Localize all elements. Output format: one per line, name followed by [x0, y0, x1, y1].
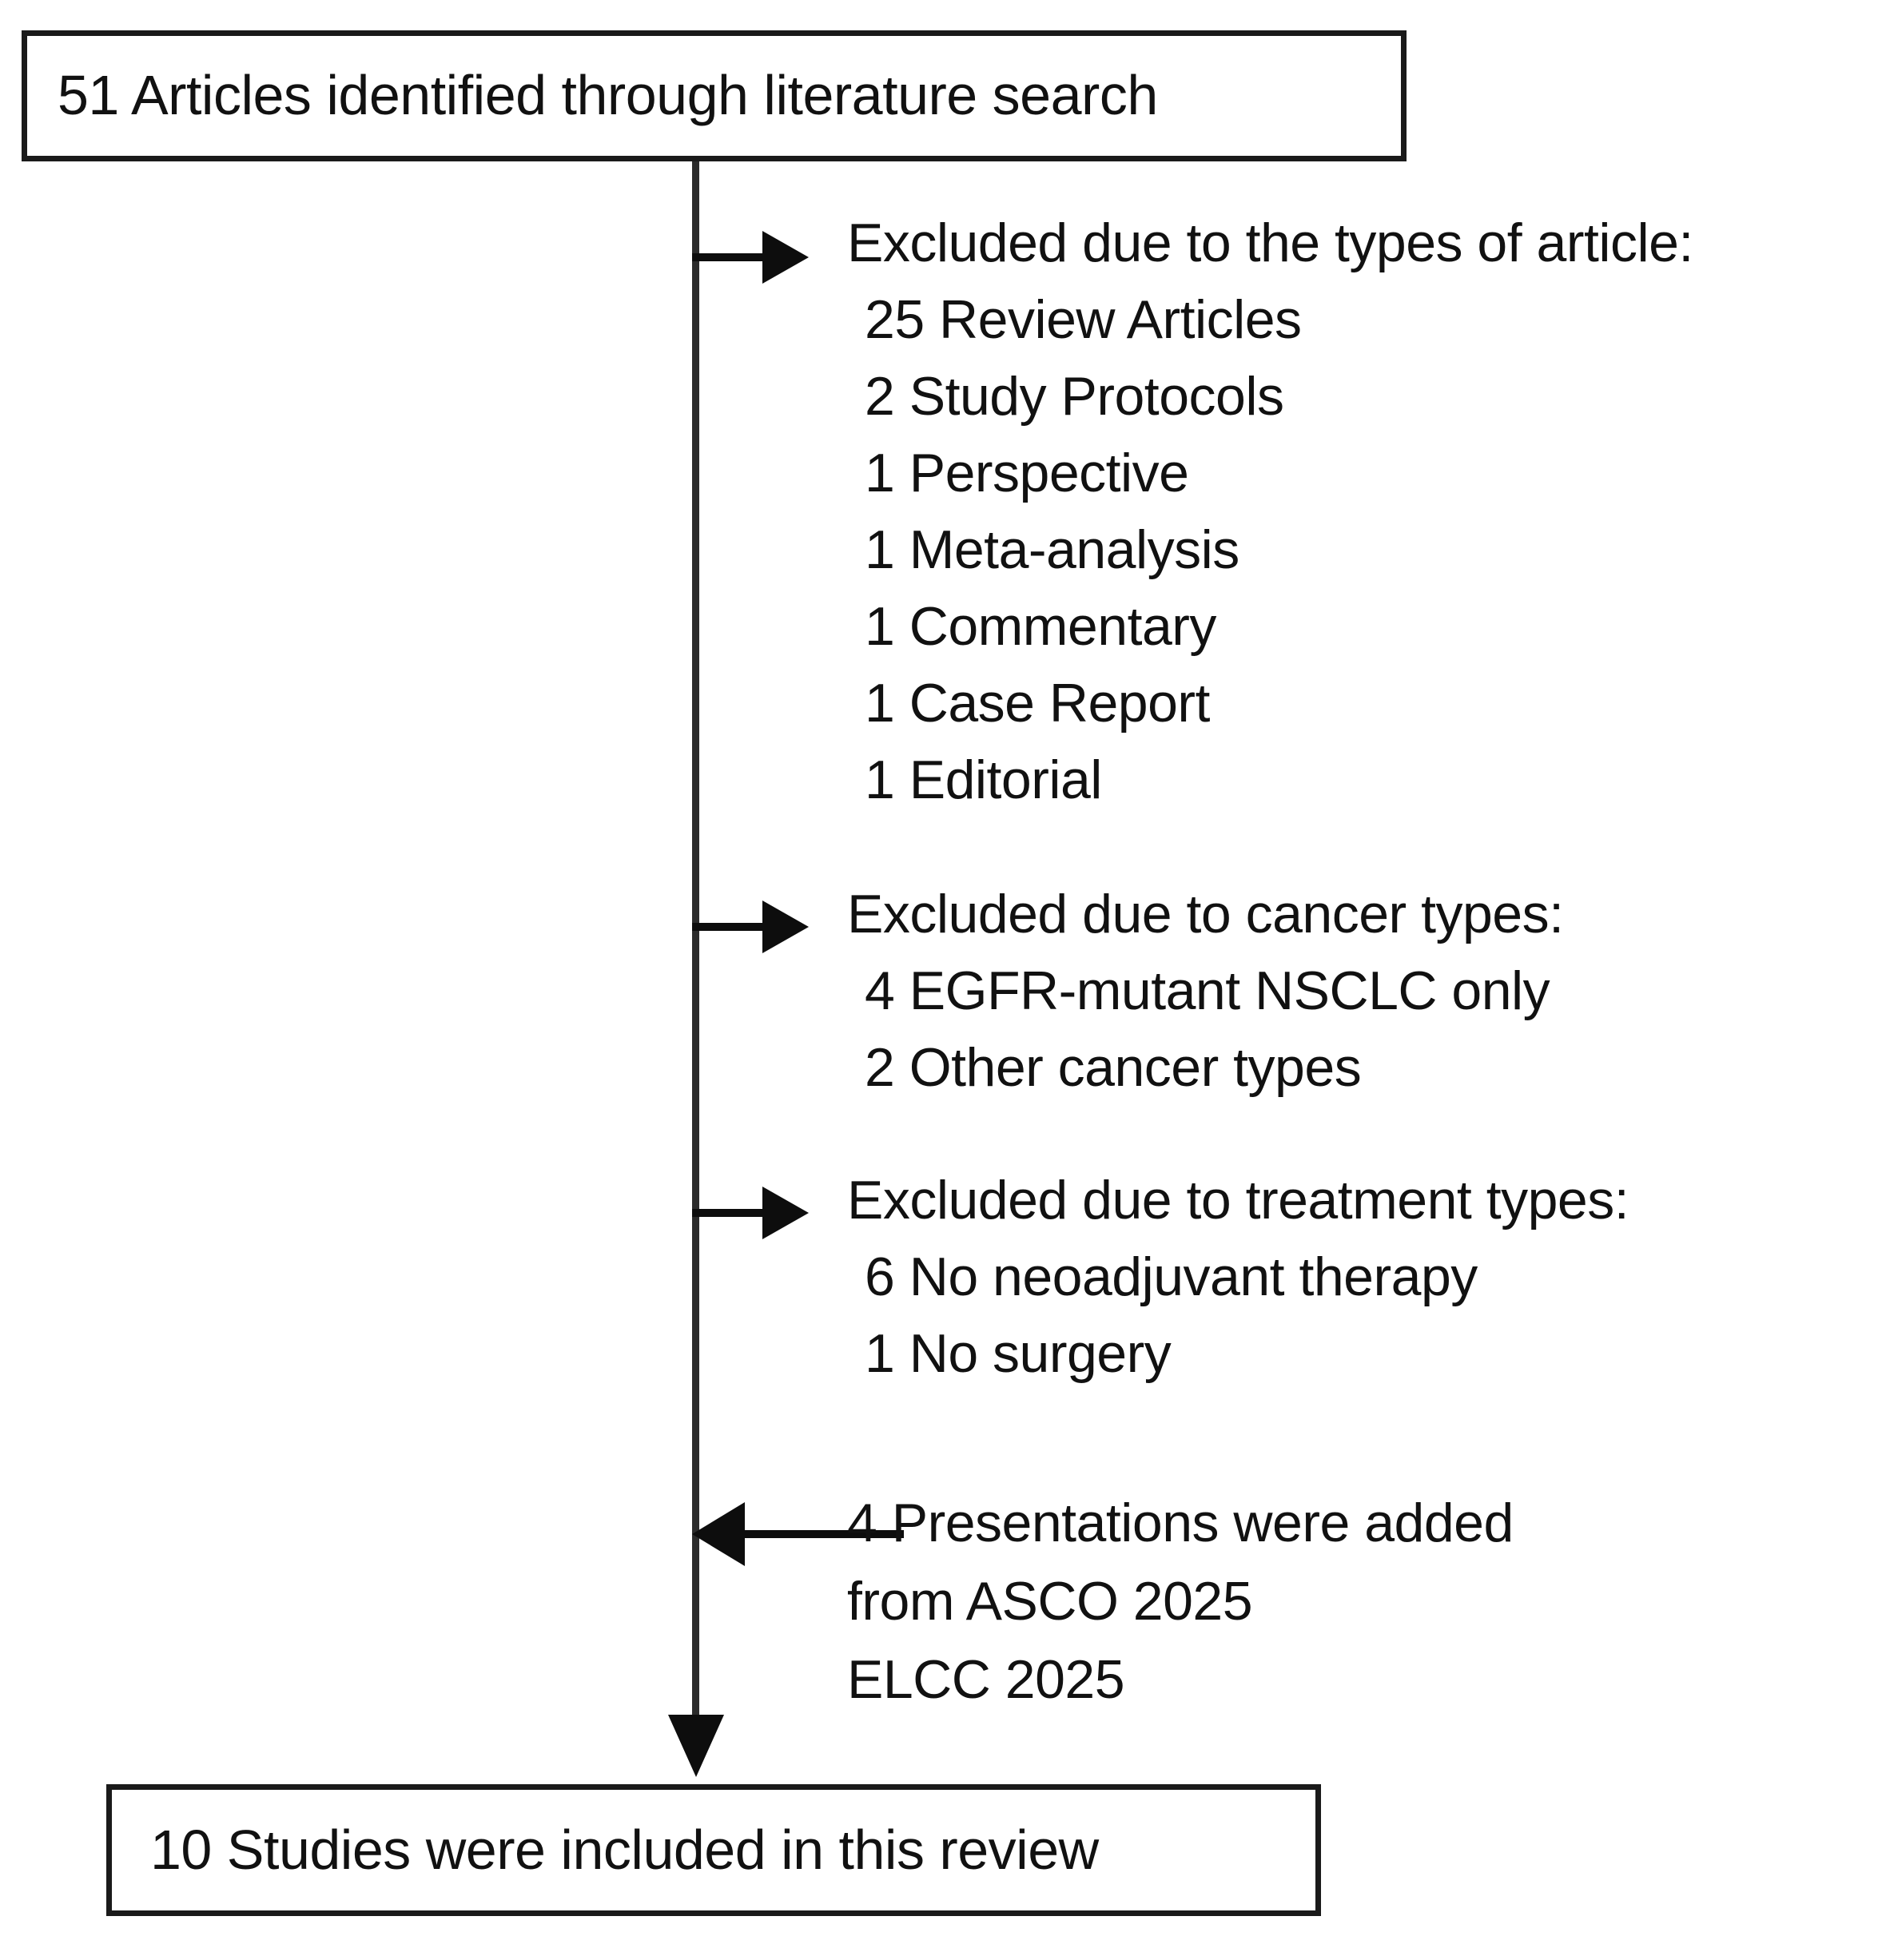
- exclusion-item: 2 Study Protocols: [865, 366, 1284, 427]
- exclusion-item: 6 No neoadjuvant therapy: [865, 1246, 1478, 1307]
- exclusion-item: 25 Review Articles: [865, 289, 1302, 350]
- addition-block-conferences: 4 Presentations were added from ASCO 202…: [847, 1496, 1514, 1707]
- exclusion-heading-article-types: Excluded due to the types of article:: [847, 213, 1693, 273]
- exclusion-block-cancer-types: Excluded due to cancer types: 4 EGFR-mut…: [847, 887, 1564, 1095]
- node-articles-identified-label: 51 Articles identified through literatur…: [58, 64, 1158, 127]
- arrowhead-right-article-types-icon: [762, 231, 809, 284]
- node-studies-included: 10 Studies were included in this review: [106, 1784, 1321, 1916]
- arrowhead-right-cancer-types-icon: [762, 900, 809, 953]
- exclusion-item: 1 Commentary: [865, 596, 1216, 657]
- exclusion-item: 2 Other cancer types: [865, 1037, 1362, 1098]
- exclusion-heading-treatment-types: Excluded due to treatment types:: [847, 1170, 1629, 1230]
- addition-line: from ASCO 2025: [847, 1571, 1253, 1632]
- branch-line-conference-additions: [740, 1530, 904, 1538]
- addition-line: 4 Presentations were added: [847, 1493, 1514, 1553]
- exclusion-item: 4 EGFR-mutant NSCLC only: [865, 960, 1550, 1021]
- branch-line-article-types: [692, 253, 768, 261]
- main-flow-connector-line: [692, 161, 699, 1719]
- exclusion-item: 1 Case Report: [865, 673, 1210, 734]
- exclusion-block-treatment-types: Excluded due to treatment types: 6 No ne…: [847, 1173, 1629, 1381]
- exclusion-block-article-types: Excluded due to the types of article: 25…: [847, 216, 1693, 807]
- node-articles-identified: 51 Articles identified through literatur…: [22, 30, 1407, 161]
- main-flow-arrowhead-down-icon: [668, 1715, 724, 1777]
- branch-line-treatment-types: [692, 1209, 768, 1217]
- arrowhead-right-treatment-types-icon: [762, 1187, 809, 1239]
- exclusion-item: 1 Editorial: [865, 749, 1102, 810]
- arrowhead-left-conference-additions-icon: [692, 1502, 745, 1566]
- addition-line: ELCC 2025: [847, 1649, 1125, 1710]
- exclusion-item: 1 Meta-analysis: [865, 519, 1239, 580]
- exclusion-heading-cancer-types: Excluded due to cancer types:: [847, 884, 1564, 944]
- branch-line-cancer-types: [692, 923, 768, 931]
- exclusion-item: 1 No surgery: [865, 1323, 1172, 1384]
- node-studies-included-label: 10 Studies were included in this review: [150, 1818, 1099, 1881]
- exclusion-item: 1 Perspective: [865, 443, 1189, 503]
